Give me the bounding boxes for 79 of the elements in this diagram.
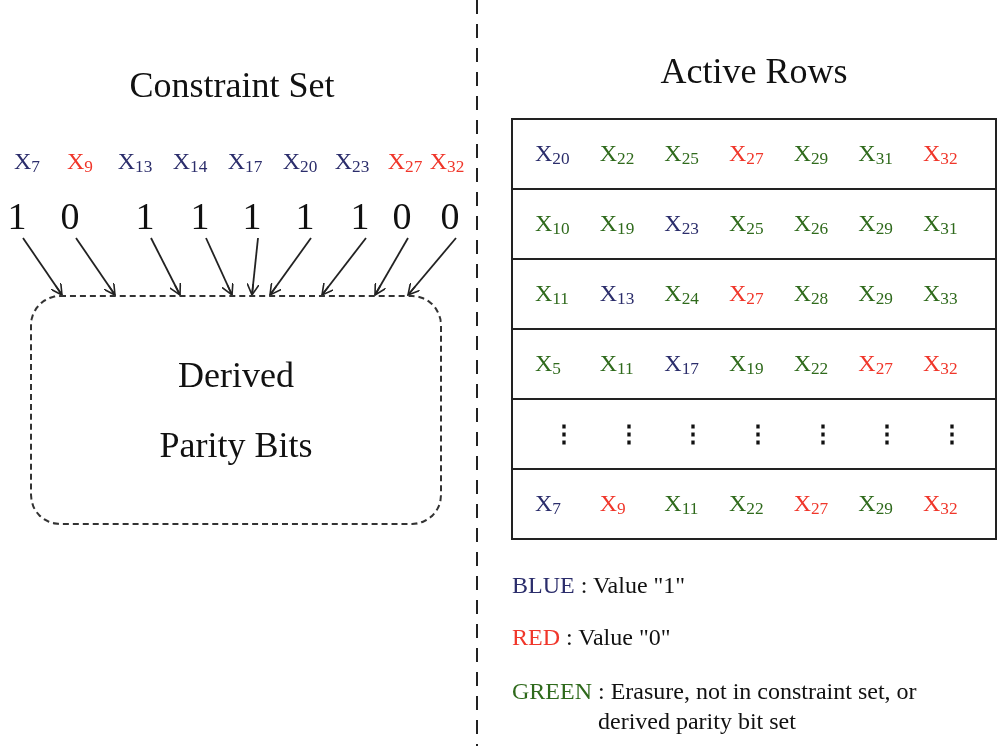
arrow [321, 237, 367, 296]
variable-label: X$_{13}$ [599, 279, 636, 309]
variable-label: X$_{11}$ [599, 349, 635, 379]
dashed-rounded-box [30, 295, 442, 525]
bit-value: 1 [350, 195, 370, 236]
variable-label: X$_{32}$ [922, 139, 959, 169]
ellipsis-mark: ⋮ [744, 420, 771, 448]
bit-value: 0 [440, 195, 460, 236]
variable-label: X$_{17}$ [664, 349, 700, 379]
variable-label: X$_{23}$ [664, 209, 700, 239]
variable-label: X$_{27}$ [858, 349, 894, 379]
variable-label: X$_{5}$ [535, 349, 562, 379]
variable-label: X$_{29}$ [858, 489, 894, 519]
variable-label: X$_{17}$ [227, 147, 263, 178]
bit-value: 1 [7, 195, 27, 236]
variable-label: X$_{29}$ [858, 209, 894, 239]
variable-label: X$_{28}$ [793, 279, 830, 309]
legend-color-word: BLUE [512, 572, 575, 598]
bit-value: 1 [242, 195, 262, 236]
variable-label: X$_{22}$ [728, 489, 765, 519]
variable-label: X$_{25}$ [728, 209, 765, 239]
legend-text: : Value "0" [566, 623, 671, 652]
ellipsis-mark: ⋮ [874, 420, 901, 448]
variable-label: X$_{24}$ [664, 279, 700, 309]
variable-label: X$_{27}$ [728, 279, 765, 309]
arrow [150, 237, 182, 296]
variable-label: X$_{20}$ [535, 139, 571, 169]
variable-label: X$_{22}$ [793, 349, 830, 379]
arrow [374, 237, 409, 296]
box-label: Derived Parity Bits [158, 354, 314, 467]
variable-label: X$_{7}$ [535, 489, 562, 519]
arrow [269, 237, 312, 296]
variable-label: X$_{10}$ [535, 209, 571, 239]
variable-label: X$_{31}$ [858, 139, 894, 169]
ellipsis-mark: ⋮ [680, 420, 707, 448]
variable-label: X$_{9}$ [599, 489, 627, 519]
variable-label: X$_{19}$ [728, 349, 765, 379]
legend-color-word: GREEN [512, 678, 592, 704]
arrow [246, 237, 260, 296]
variable-label: X$_{14}$ [172, 147, 208, 178]
bit-value: 1 [295, 195, 315, 236]
bit-value: 1 [135, 195, 155, 236]
variable-label: X$_{27}$ [728, 139, 765, 169]
ellipsis-mark: ⋮ [615, 420, 642, 448]
variable-label: X$_{32}$ [922, 349, 959, 379]
legend-text: : Value "1" [580, 571, 686, 600]
variable-label: X$_{9}$ [67, 147, 93, 178]
arrow [75, 237, 116, 296]
variable-label: X$_{11}$ [664, 489, 700, 519]
legend-text: : Erasure, not in constraint set, or derived parity bit set [598, 677, 918, 736]
variable-label: X$_{13}$ [117, 147, 153, 178]
section-heading: Constraint Set [129, 64, 335, 106]
bit-value: 1 [190, 195, 210, 236]
variable-label: X$_{33}$ [922, 279, 959, 309]
variable-label: X$_{26}$ [793, 209, 830, 239]
ellipsis-mark: ⋮ [938, 420, 965, 448]
legend-color-word: RED [512, 624, 560, 650]
ellipsis-mark: ⋮ [809, 420, 836, 448]
arrow [205, 237, 234, 296]
variable-label: X$_{31}$ [922, 209, 959, 239]
variable-label: X$_{27}$ [387, 147, 423, 178]
arrow [22, 237, 63, 296]
variable-label: X$_{19}$ [599, 209, 636, 239]
variable-label: X$_{7}$ [14, 147, 40, 178]
variable-label: X$_{32}$ [429, 147, 465, 178]
variable-label: X$_{22}$ [599, 139, 636, 169]
variable-label: X$_{20}$ [282, 147, 318, 178]
variable-label: X$_{32}$ [922, 489, 959, 519]
variable-label: X$_{11}$ [535, 279, 570, 309]
bit-value: 0 [392, 195, 412, 236]
variable-label: X$_{25}$ [664, 139, 700, 169]
variable-label: X$_{27}$ [793, 489, 830, 519]
arrow [407, 237, 457, 296]
section-heading: Active Rows [659, 50, 849, 93]
variable-label: X$_{29}$ [858, 279, 894, 309]
variable-label: X$_{29}$ [793, 139, 830, 169]
bit-value: 0 [60, 195, 80, 236]
ellipsis-mark: ⋮ [551, 420, 577, 448]
variable-label: X$_{23}$ [334, 147, 370, 178]
